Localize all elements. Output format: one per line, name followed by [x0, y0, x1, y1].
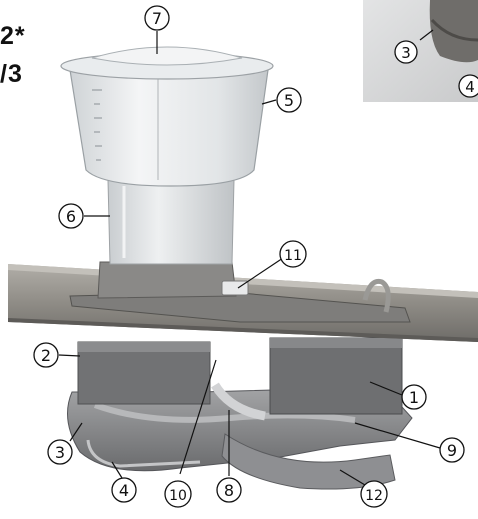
callout-9-label: 9 [447, 441, 457, 460]
heading-fragment-top: 2* [0, 22, 26, 50]
heading-fragment-bottom: /3 [0, 60, 23, 88]
drive-hose [93, 402, 356, 423]
callout-2-label: 2 [41, 346, 51, 365]
callout-12 [360, 480, 388, 508]
volume-scale [92, 89, 102, 161]
inset-callout-3-label: 3 [401, 44, 411, 62]
callout-10 [164, 480, 192, 508]
inset-callout-4 [458, 74, 478, 98]
callout-9 [439, 437, 465, 463]
callout-6-label: 6 [66, 207, 76, 226]
inset-roller [429, 0, 478, 63]
right-motor-block [269, 337, 403, 415]
hopper-bowl [69, 69, 269, 187]
callout-11 [279, 240, 307, 268]
cable-loop [362, 278, 391, 313]
callout-6 [58, 203, 84, 229]
callout-4 [111, 477, 137, 503]
callout-10-label: 10 [169, 488, 187, 504]
callout-7 [144, 5, 170, 31]
callout-1 [401, 384, 427, 410]
dosing-cylinder [107, 179, 235, 265]
inset-callout-3 [394, 40, 418, 64]
callout-12-label: 12 [365, 488, 383, 504]
callout-1-label: 1 [409, 388, 419, 407]
callout-11-label: 11 [284, 248, 302, 264]
connecting-tube [211, 382, 266, 421]
callouts: 7 5 6 11 2 1 9 3 4 10 8 12 [33, 5, 465, 508]
callout-7-label: 7 [152, 9, 162, 28]
left-motor-block [77, 341, 211, 405]
callout-3-label: 3 [55, 443, 65, 462]
callout-3 [47, 439, 73, 465]
inset-callout-4-label: 4 [465, 78, 475, 96]
callout-5 [276, 87, 302, 113]
inset-roller-edge [430, 18, 478, 42]
push-button [221, 280, 249, 296]
leader-lines [58, 31, 441, 486]
callout-8 [216, 477, 242, 503]
callout-8-label: 8 [224, 481, 234, 500]
callout-5-label: 5 [284, 91, 294, 110]
callout-4-label: 4 [119, 481, 129, 500]
inset-panel: 3 4 [363, 0, 478, 102]
nozzle-ring [97, 261, 237, 299]
callout-2 [33, 342, 59, 368]
